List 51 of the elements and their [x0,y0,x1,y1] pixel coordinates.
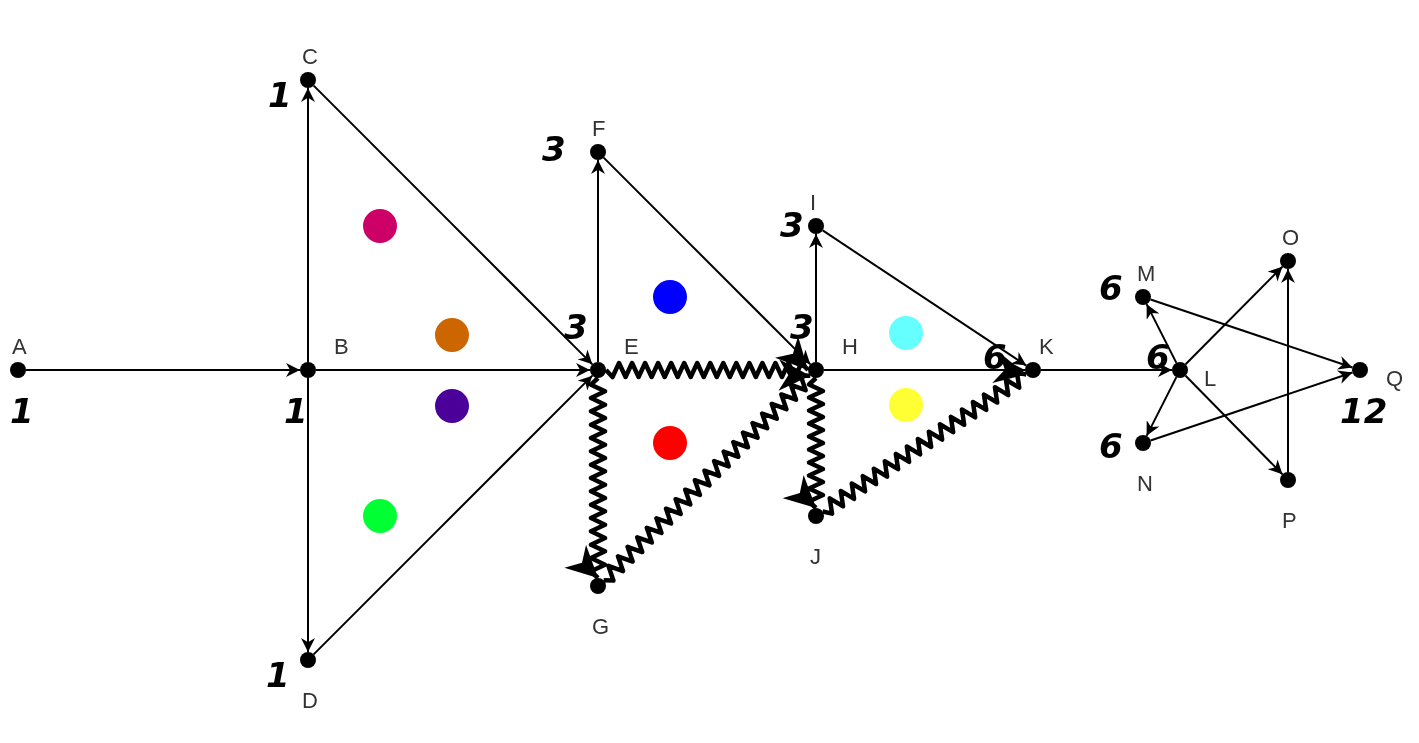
point-label: C [302,46,318,68]
arrow [301,87,315,363]
arrow [25,363,301,377]
arrow [602,156,812,366]
arrow [1184,374,1284,476]
wavy-arrow [782,376,826,510]
count-number: 3 [790,310,814,344]
wavy-arrow [564,376,608,580]
count-number: 3 [564,310,588,344]
point-label: I [810,192,817,214]
count-number: 1 [284,394,308,428]
point-label: Q [1386,368,1404,390]
count-number: 3 [542,132,566,166]
arrow [1145,303,1178,364]
arrow [821,229,1028,367]
count-number: 3 [780,208,804,242]
count-number: 1 [268,78,292,112]
point-label: F [592,118,606,140]
point-label: B [334,336,349,358]
point-label: M [1137,263,1156,285]
arrow [315,363,591,377]
point-label: K [1039,336,1054,358]
arrow [1281,268,1295,473]
point-label: E [624,336,639,358]
point-label: D [302,690,318,712]
point-label: O [1282,227,1300,249]
point-label: J [810,546,821,568]
arrow [1184,265,1284,366]
count-number: 1 [266,658,290,692]
point-label: L [1204,368,1217,390]
arrow [1040,363,1173,377]
arrow [591,159,605,363]
arrow [312,374,594,656]
count-number: 6 [1146,340,1170,374]
count-number: 6 [1099,271,1123,305]
count-number: 1 [10,394,34,428]
wavy-arrow [603,359,811,583]
arrow [301,377,315,653]
point-label: G [592,616,610,638]
wavy-arrow [604,336,810,380]
point-label: H [842,336,858,358]
arrow [312,84,594,366]
point-label: N [1137,473,1153,495]
arrow [1149,370,1354,442]
point-label: P [1282,510,1297,532]
arrow [1149,298,1354,370]
arrow [1145,376,1178,437]
count-number: 12 [1340,394,1388,428]
point-label: A [12,336,27,358]
arrow [809,233,823,363]
count-number: 6 [1099,429,1123,463]
